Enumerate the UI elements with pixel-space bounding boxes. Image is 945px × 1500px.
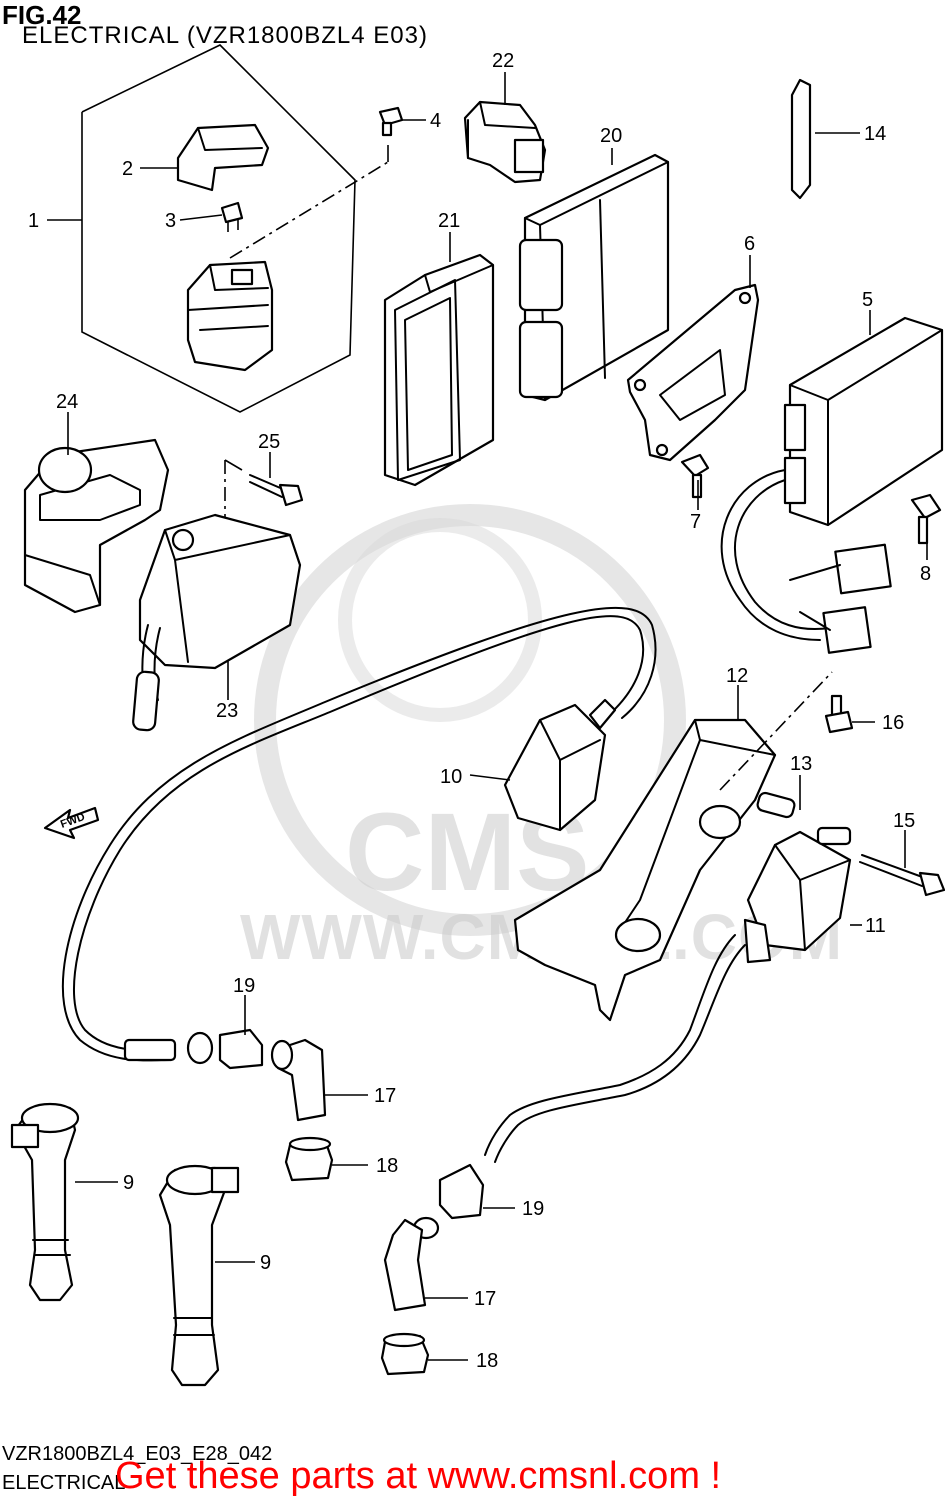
- callout-19b: 19: [522, 1198, 544, 1220]
- part-stick-coil-9a: [10, 1102, 80, 1302]
- fwd-arrow-icon: FWD: [43, 806, 100, 840]
- part-spacer-13: [756, 791, 796, 819]
- part-cap-19-upper: [186, 1028, 264, 1070]
- callout-17b: 17: [474, 1288, 496, 1310]
- callout-23: 23: [216, 700, 238, 722]
- callout-17a: 17: [374, 1085, 396, 1107]
- callout-12: 12: [726, 665, 748, 687]
- part-boot-17-upper: [270, 1038, 327, 1122]
- part-strap-14: [790, 78, 860, 200]
- callout-18b: 18: [476, 1350, 498, 1372]
- part-bolt-7: [680, 453, 710, 499]
- callout-13: 13: [790, 753, 812, 775]
- part-bolt-15: [859, 854, 945, 897]
- section-label: ELECTRICAL: [2, 1472, 126, 1494]
- part-screw-4: [378, 106, 404, 137]
- callout-24: 24: [56, 391, 78, 413]
- part-stick-coil-9b: [158, 1164, 240, 1387]
- part-ignition-unit-5: [720, 316, 944, 654]
- callout-4: 4: [430, 110, 441, 132]
- callout-7: 7: [690, 511, 701, 533]
- callout-10: 10: [440, 766, 462, 788]
- part-connector-22: [463, 100, 547, 184]
- part-ring-18-upper: [284, 1136, 334, 1182]
- part-cap-19-lower: [412, 1163, 485, 1240]
- callout-1: 1: [28, 210, 39, 232]
- part-bolt-16: [824, 694, 854, 734]
- callout-14: 14: [864, 123, 886, 145]
- callout-18a: 18: [376, 1155, 398, 1177]
- part-bracket-6: [626, 283, 760, 462]
- callout-5: 5: [862, 289, 873, 311]
- callout-16: 16: [882, 712, 904, 734]
- harness-lead-10: [61, 606, 657, 1062]
- callout-3: 3: [165, 210, 176, 232]
- callout-11: 11: [865, 915, 886, 937]
- parts-link[interactable]: Get these parts at www.cmsnl.com !: [115, 1455, 722, 1497]
- callout-6: 6: [744, 233, 755, 255]
- callout-8: 8: [920, 563, 931, 585]
- diagram-subtitle: ELECTRICAL (VZR1800BZL4 E03): [22, 22, 428, 49]
- figure-number: FIG.42: [2, 0, 82, 30]
- callout-9b: 9: [260, 1252, 271, 1274]
- diagram-code: VZR1800BZL4_E03_E28_042: [2, 1443, 273, 1465]
- callout-19a: 19: [233, 975, 255, 997]
- part-bolt-8: [910, 493, 942, 545]
- callout-2: 2: [122, 158, 133, 180]
- leader-lines: [47, 72, 928, 1361]
- part-sensor-23: [132, 513, 302, 732]
- part-boot-17-lower: [383, 1218, 427, 1312]
- part-ring-18-lower: [380, 1332, 430, 1376]
- part-bracket-12: [513, 671, 833, 1022]
- callout-numbers: 1 2 3 4 5 6 7 8 9 9 10 11 12 13 14 15 16…: [28, 50, 931, 1372]
- callout-15: 15: [893, 810, 915, 832]
- part-ecm-case-21: [383, 253, 495, 487]
- starter-relay-group: [81, 44, 389, 413]
- callout-21: 21: [438, 210, 460, 232]
- callout-25: 25: [258, 431, 280, 453]
- callout-22: 22: [492, 50, 514, 72]
- part-ignition-coil-11: [484, 826, 852, 1163]
- part-bracket-24: [23, 438, 170, 614]
- callout-9a: 9: [123, 1172, 134, 1194]
- callout-20: 20: [600, 125, 622, 147]
- part-ecm-20: [518, 153, 670, 402]
